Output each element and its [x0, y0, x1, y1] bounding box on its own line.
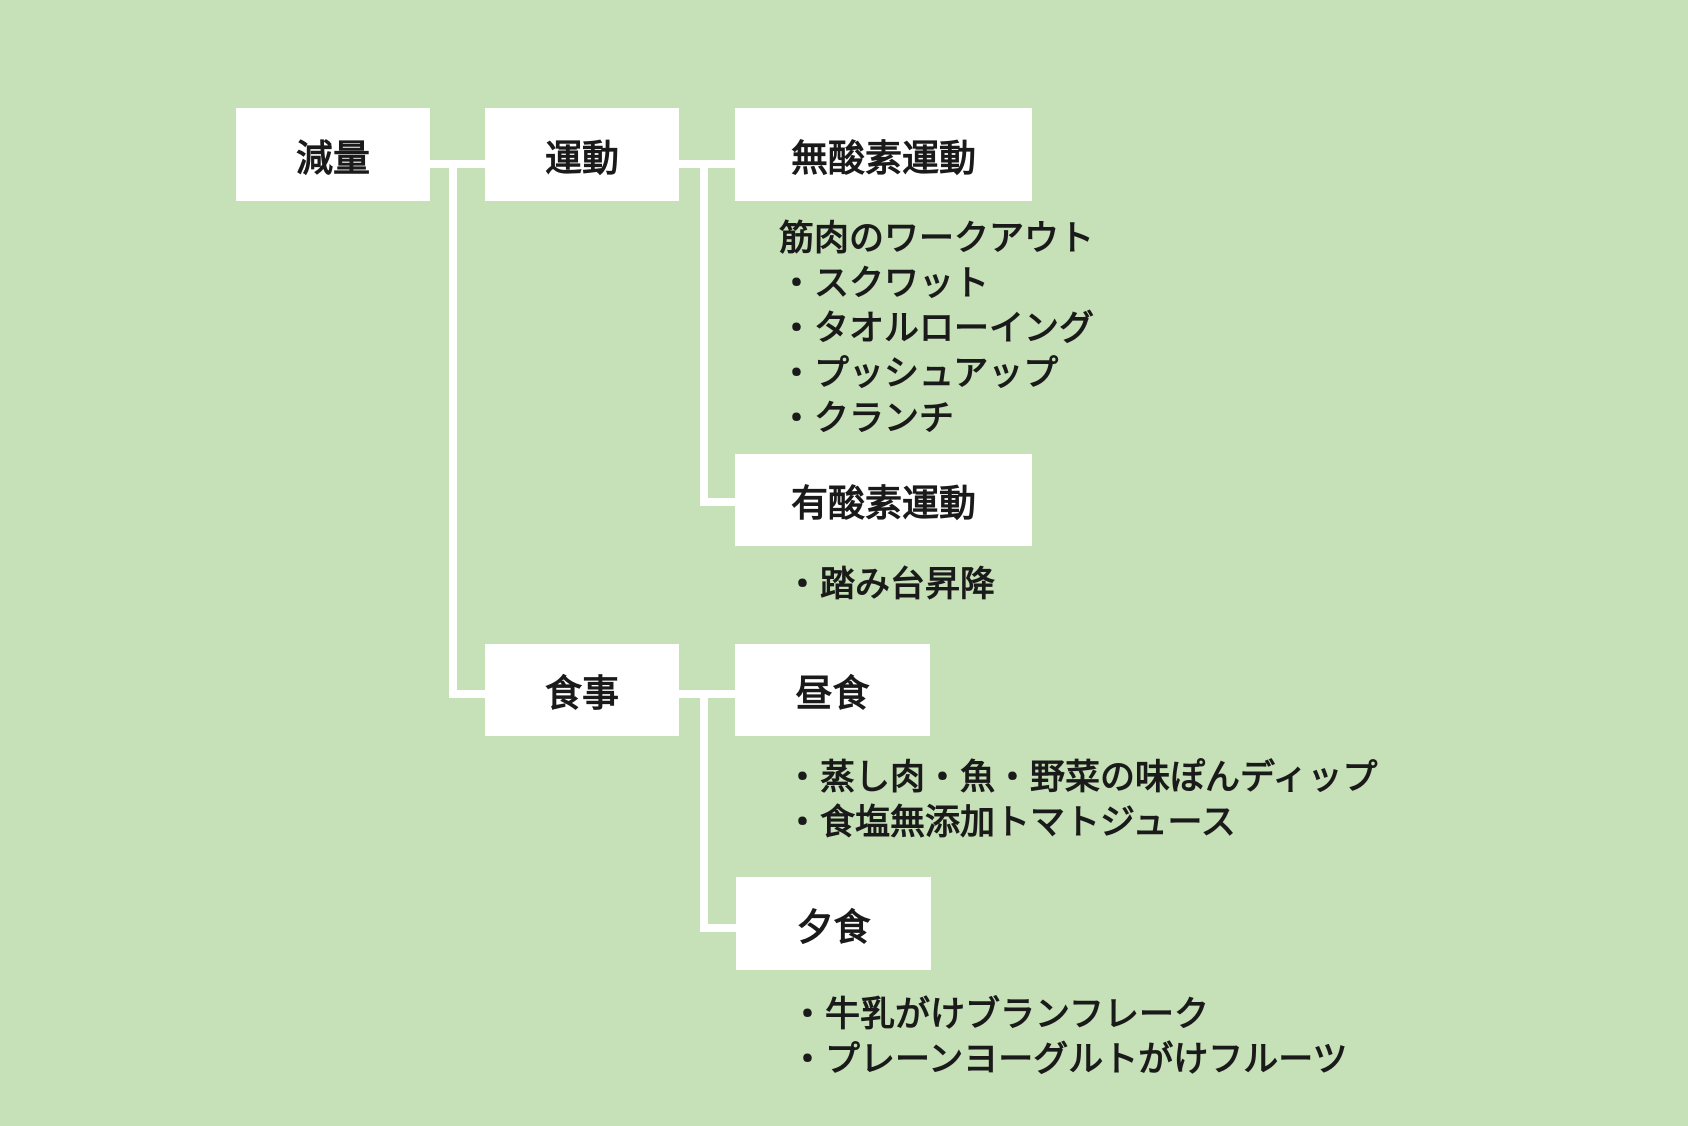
- connector-meal-dinner: [700, 924, 736, 932]
- node-lunch: 昼食: [735, 644, 930, 736]
- note-item: 筋肉のワークアウト: [779, 219, 1095, 259]
- connector-exercise-aerobic: [700, 498, 735, 506]
- notes-anaerobic: 筋肉のワークアウト ・スクワット ・タオルローイング ・プッシュアップ ・クラン…: [779, 217, 1094, 442]
- note-item: ・食塩無添加トマトジュース: [785, 803, 1236, 843]
- connector-meal-vertical: [700, 690, 708, 932]
- note-item: ・クランチ: [779, 399, 955, 439]
- node-dinner: 夕食: [736, 877, 931, 970]
- note-item: ・プレーンヨーグルトがけフルーツ: [790, 1040, 1348, 1080]
- note-item: ・スクワット: [779, 264, 990, 304]
- node-meal: 食事: [485, 644, 679, 736]
- node-aerobic: 有酸素運動: [735, 454, 1032, 546]
- node-exercise: 運動: [485, 108, 679, 201]
- note-item: ・踏み台昇降: [785, 565, 996, 605]
- notes-aerobic: ・踏み台昇降: [785, 563, 995, 608]
- connector-exercise-vertical: [700, 160, 708, 506]
- notes-lunch: ・蒸し肉・魚・野菜の味ぽんディップ ・食塩無添加トマトジュース: [785, 756, 1378, 846]
- note-item: ・プッシュアップ: [779, 354, 1059, 394]
- note-item: ・蒸し肉・魚・野菜の味ぽんディップ: [785, 758, 1378, 798]
- connector-root-meal: [449, 690, 485, 698]
- node-anaerobic: 無酸素運動: [735, 108, 1032, 201]
- connector-root-exercise: [430, 160, 485, 168]
- note-item: ・タオルローイング: [779, 309, 1095, 349]
- note-item: ・牛乳がけブランフレーク: [790, 995, 1209, 1035]
- notes-dinner: ・牛乳がけブランフレーク ・プレーンヨーグルトがけフルーツ: [790, 993, 1348, 1083]
- connector-root-vertical: [449, 160, 457, 698]
- node-root: 減量: [236, 108, 430, 201]
